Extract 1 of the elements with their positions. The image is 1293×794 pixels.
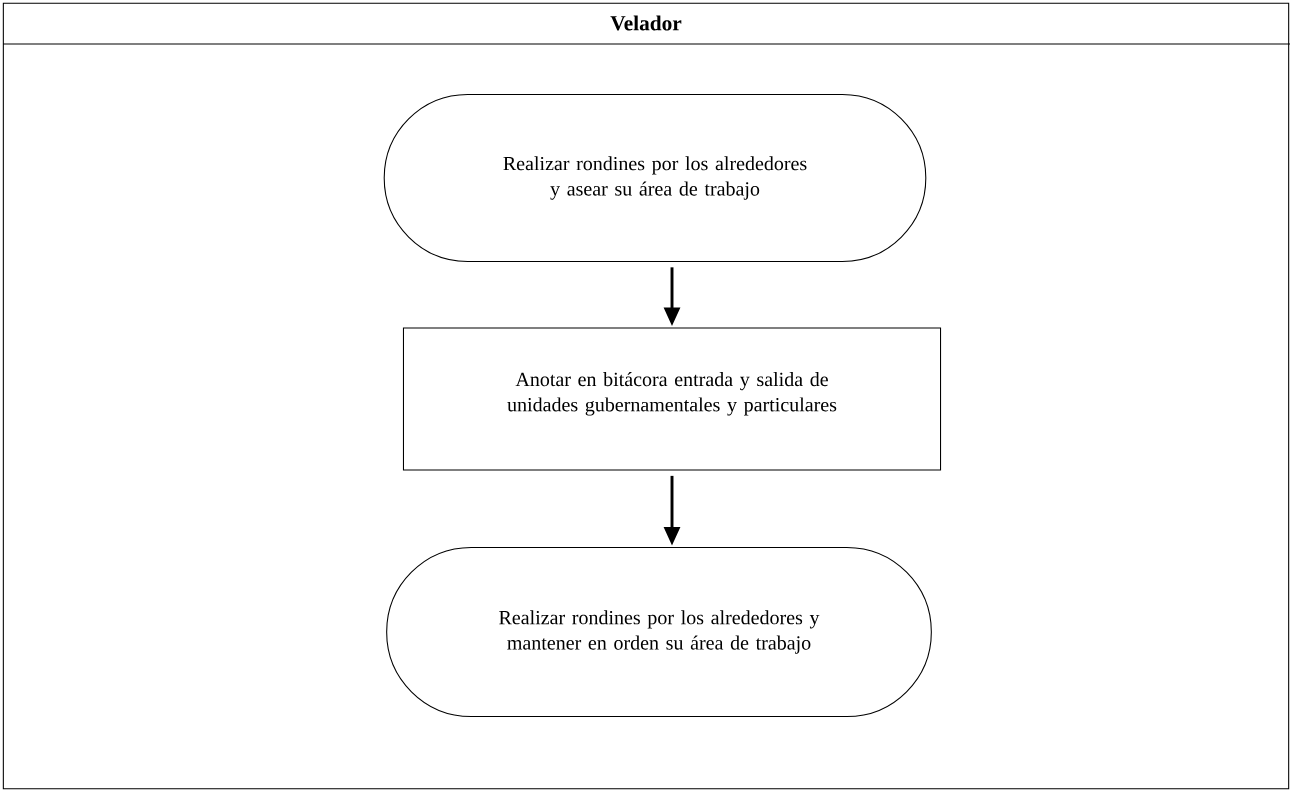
process-box: Anotar en bitácora entrada y salida de unidades gubernamentales y particulares [402, 327, 942, 471]
